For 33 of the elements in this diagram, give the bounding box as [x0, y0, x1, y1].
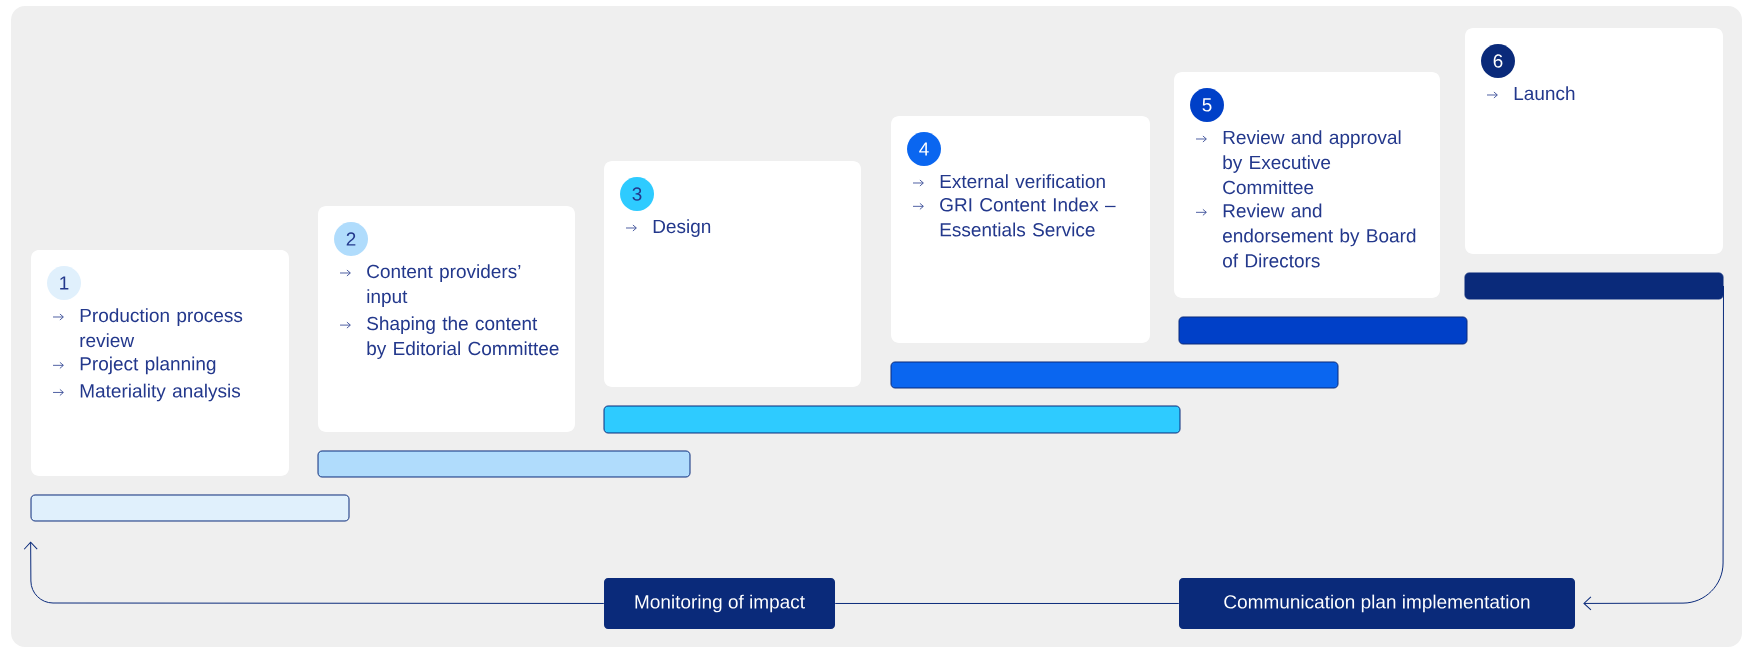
step-number: 2	[334, 222, 368, 256]
list-item: Design	[625, 219, 711, 237]
connector-arrow	[23, 541, 605, 604]
list-item: Shaping the content by Editorial Committee	[339, 316, 559, 359]
step-number: 6	[1481, 44, 1515, 78]
timeline-bar	[603, 405, 1181, 434]
step-card	[891, 116, 1150, 343]
step-number: 1	[47, 266, 81, 300]
list-item: Review and approval by Executive Committee	[1195, 130, 1401, 195]
timeline-bar	[1178, 316, 1468, 345]
step-card	[604, 161, 861, 387]
connector-arrow	[1583, 285, 1724, 611]
stage-label: Monitoring of impact	[604, 578, 835, 629]
timeline-bar	[317, 450, 691, 478]
step-card	[318, 206, 575, 432]
step-card	[31, 250, 289, 476]
timeline-bar	[1464, 272, 1724, 300]
list-item: GRI Content Index – Essentials Service	[912, 197, 1116, 237]
stage-label: Communication plan implementation	[1179, 578, 1575, 629]
timeline-bar	[890, 361, 1339, 389]
step-card	[1174, 72, 1440, 298]
list-item: Materiality analysis	[52, 383, 241, 402]
list-item: Project planning	[52, 356, 216, 375]
step-number: 3	[620, 177, 654, 211]
step-number: 5	[1190, 88, 1224, 122]
timeline-bar	[30, 494, 350, 522]
list-item: Production process review	[52, 308, 243, 348]
step-number: 4	[907, 132, 941, 166]
list-item: Review and endorsement by Board of Directors	[1195, 203, 1416, 268]
step-card	[1465, 28, 1723, 254]
list-item: External verification	[912, 174, 1105, 189]
list-item: Launch	[1486, 86, 1575, 101]
list-item: Content providers’ input	[339, 264, 521, 307]
